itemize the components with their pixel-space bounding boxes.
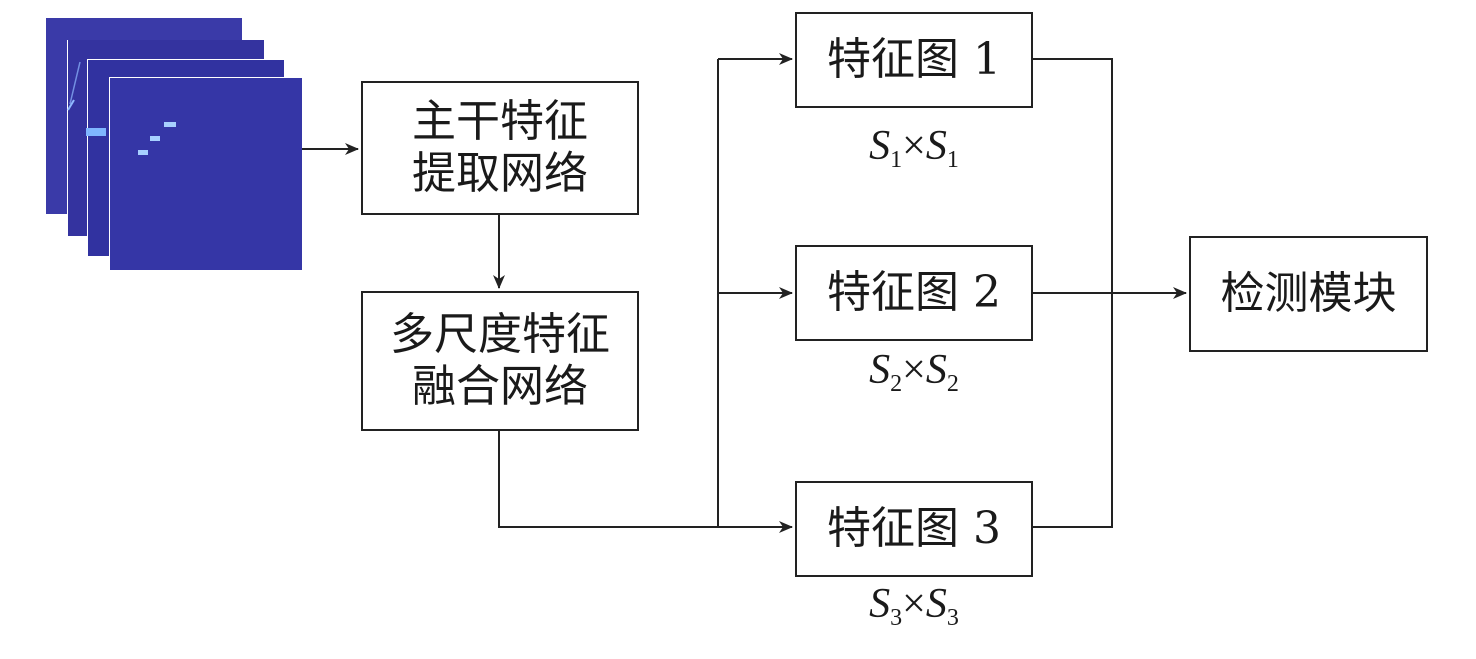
fusion-network-box: 多尺度特征 融合网络	[361, 291, 639, 431]
feature-map-1-size: S1×S1	[869, 123, 959, 173]
feature-map-3-size: S3×S3	[869, 581, 959, 631]
detection-module-label: 检测模块	[1220, 268, 1397, 319]
fusion-label-line1: 多尺度特征	[390, 309, 610, 360]
feature-map-2-label: 特征图 2	[827, 267, 1001, 318]
fusion-label-line2: 融合网络	[412, 361, 588, 412]
input-frame-4	[110, 78, 302, 270]
feature-map-1-box: 特征图 1	[795, 12, 1033, 108]
feature-map-1-label: 特征图 1	[827, 34, 1001, 85]
feature-map-2-size: S2×S2	[869, 347, 959, 397]
sar-image-targets-icon	[67, 61, 176, 155]
backbone-label-line2: 提取网络	[412, 148, 588, 199]
feature-map-3-label: 特征图 3	[827, 503, 1001, 554]
feature-map-2-box: 特征图 2	[795, 245, 1033, 341]
backbone-label-line1: 主干特征	[412, 96, 588, 147]
backbone-network-box: 主干特征 提取网络	[361, 81, 639, 215]
feature-map-3-box: 特征图 3	[795, 481, 1033, 577]
line-fusion-out	[498, 430, 718, 528]
detection-module-box: 检测模块	[1189, 236, 1428, 352]
